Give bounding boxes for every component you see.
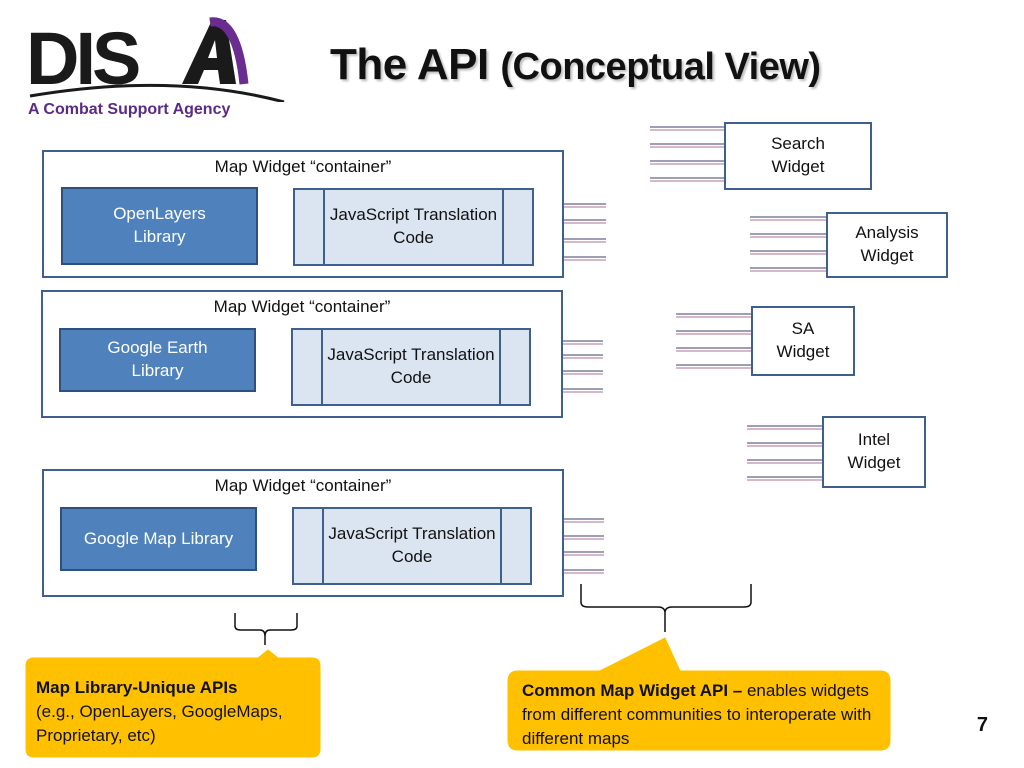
- translation-label: JavaScript Translation Code: [329, 205, 498, 247]
- page-number: 7: [976, 714, 988, 736]
- page-title: The API (Conceptual View): [330, 40, 821, 90]
- openlayers-library: OpenLayers Library: [61, 187, 258, 265]
- left-callout-rest: (e.g., OpenLayers, GoogleMaps, Proprieta…: [36, 701, 283, 745]
- search-widget: Search Widget: [724, 122, 872, 190]
- left-callout-text: Map Library-Unique APIs (e.g., OpenLayer…: [36, 676, 314, 747]
- tagline: A Combat Support Agency: [28, 101, 231, 118]
- left-brace: [234, 613, 298, 645]
- container-label: Map Widget “container”: [214, 157, 392, 176]
- right-brace: [580, 584, 752, 632]
- sa-widget: SA Widget: [751, 306, 855, 376]
- analysis-widget: Analysis Widget: [826, 212, 948, 278]
- intel-widget: Intel Widget: [822, 416, 926, 488]
- google-map-library: Google Map Library: [60, 507, 257, 571]
- title-main: The API: [330, 40, 489, 89]
- left-callout-bold: Map Library-Unique APIs: [36, 678, 238, 697]
- right-callout-text: Common Map Widget API – enables widgets …: [522, 679, 882, 750]
- container-label: Map Widget “container”: [213, 297, 391, 316]
- title-sub: (Conceptual View): [500, 46, 821, 88]
- translation-code-3: JavaScript Translation Code: [292, 507, 532, 585]
- translation-label: JavaScript Translation Code: [328, 524, 496, 566]
- translation-code-2: JavaScript Translation Code: [291, 328, 531, 406]
- disa-logo-graphic: DIS: [26, 17, 285, 104]
- google-earth-library: Google Earth Library: [59, 328, 256, 392]
- left-callout-shape: [25, 649, 321, 758]
- translation-label: JavaScript Translation Code: [327, 345, 495, 387]
- disa-logo: DIS: [22, 12, 292, 104]
- right-callout-bold: Common Map Widget API –: [522, 681, 743, 700]
- right-callout-shape: [507, 637, 891, 751]
- translation-code-1: JavaScript Translation Code: [293, 188, 534, 266]
- container-label: Map Widget “container”: [214, 476, 392, 495]
- right-callout-rest: enables widgets from different communiti…: [522, 681, 872, 748]
